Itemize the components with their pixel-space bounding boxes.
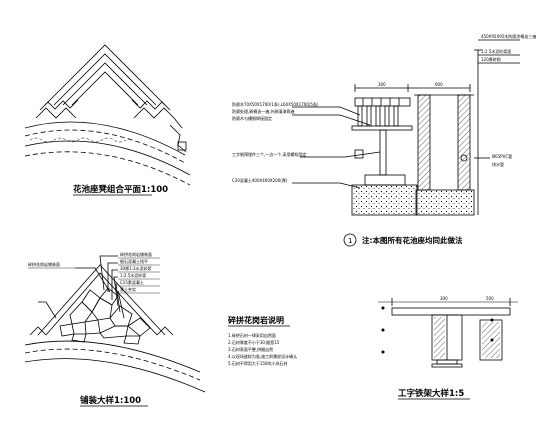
plan-title: 花池座凳组合平面1:100: [73, 184, 168, 195]
section-bracket-note: 工字钢预埋件三个,一边一个,采用螺栓固定: [232, 151, 307, 157]
section-index-circle: [343, 233, 357, 247]
section-left-note-0: 防腐木70X50X1700(1条),L60X50X1700(5条): [232, 101, 319, 107]
section-top-note-2: 120厚砖砌: [481, 56, 501, 62]
section-left-note-1: 防腐处理,刷桐油一遍,外刷清漆两遍: [232, 108, 295, 114]
section-dim-right: 600: [435, 82, 443, 87]
section-footing-fill: [352, 185, 417, 215]
section-base-fill: [416, 190, 474, 215]
paving-note-0: 碎拼花岗岩铺装面: [120, 251, 152, 257]
paving-note-1: 细石混凝土找平: [120, 258, 148, 264]
steel-bolt-marks: [381, 306, 494, 354]
paving-note-2: 30厚1:3水泥砂浆: [120, 265, 152, 271]
paving-note-4: C15素混凝土: [120, 279, 144, 285]
stone-note-1: 2.石材厚度不小于30,缝宽15: [228, 339, 280, 345]
steel-dim-1: 500: [486, 296, 494, 301]
paving-title: 铺装大样1:100: [80, 395, 141, 406]
section-pipe-note2: 排水管: [492, 161, 504, 167]
steel-title: 工字铁架大样1:5: [398, 388, 464, 399]
stone-note-2: 3.石材表面平整,拼缝自然: [228, 346, 273, 352]
section-base-note: C30混凝土400X400X200(厚): [232, 177, 288, 183]
paving-note-lines: [118, 257, 160, 294]
planter-bench-plan: [24, 44, 191, 186]
section-dim-left: 300: [378, 82, 386, 87]
stone-heading: 碎拼花岗岩说明: [228, 315, 284, 325]
section-top-note-0: 450X95X95木防腐涂桐油三遍: [481, 33, 536, 39]
paving-note-5: 素土夯实: [120, 286, 136, 292]
section-index: 1: [348, 237, 352, 245]
steel-dim-0: 300: [440, 296, 448, 301]
stone-note-3: 4.以现场放样为准,施工前需经设计确认: [228, 353, 297, 359]
section-wall-hatch-left: [418, 95, 430, 190]
section-wall-hatch-right: [458, 95, 470, 190]
stone-note-4: 5.石材不得用大于150的小块石材: [228, 360, 287, 366]
steel-hatch-web: [434, 317, 445, 358]
section-pipe-note: Ø65PVC管: [492, 153, 512, 159]
paving-note-3: 1:2.5水泥砂浆: [120, 272, 146, 278]
paving-left-note: 碎拼花岗岩铺装面: [28, 261, 60, 267]
paving-detail: [24, 255, 206, 393]
section-top-note-1: 1:2.5水泥砂浆面: [481, 48, 511, 54]
section-remark: 注:本图所有花池座均同此做法: [362, 235, 463, 245]
section-left-note-2: 防腐木与槽钢焊接固定: [232, 115, 272, 121]
stone-note-0: 1.碎拼石材一律采用自然面: [228, 332, 276, 338]
